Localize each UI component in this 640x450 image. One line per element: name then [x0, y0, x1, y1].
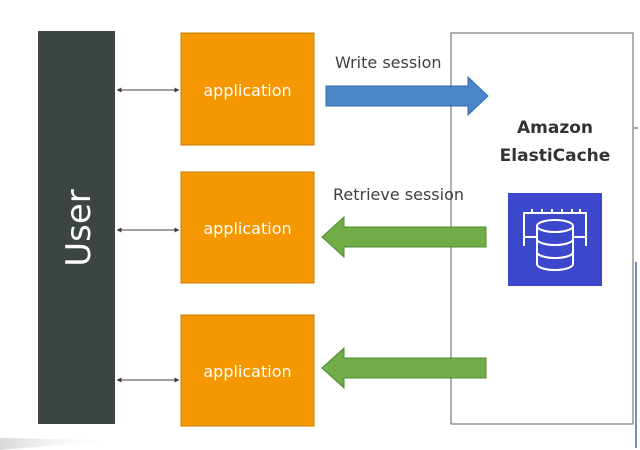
application-label: application [203, 219, 291, 238]
elasticache-title-line2: ElastiCache [500, 146, 611, 166]
retrieve-session-label: Retrieve session [333, 185, 464, 204]
elasticache-title-line1: Amazon [517, 118, 593, 138]
retrieve-arrow-bottom [321, 346, 487, 390]
write-session-label: Write session [335, 53, 442, 72]
application-box-3: application [180, 314, 315, 427]
application-label: application [203, 362, 291, 381]
user-bar-rect [38, 31, 115, 424]
elasticache-icon [508, 193, 602, 286]
user-bar: User [38, 31, 115, 424]
retrieve-session-arrow [321, 215, 487, 259]
application-box-2: application [180, 171, 315, 284]
application-box-1: application [180, 32, 315, 146]
floor-shadow [0, 438, 120, 450]
write-session-arrow [325, 75, 489, 117]
user-label: User [59, 189, 99, 267]
application-label: application [203, 81, 291, 100]
